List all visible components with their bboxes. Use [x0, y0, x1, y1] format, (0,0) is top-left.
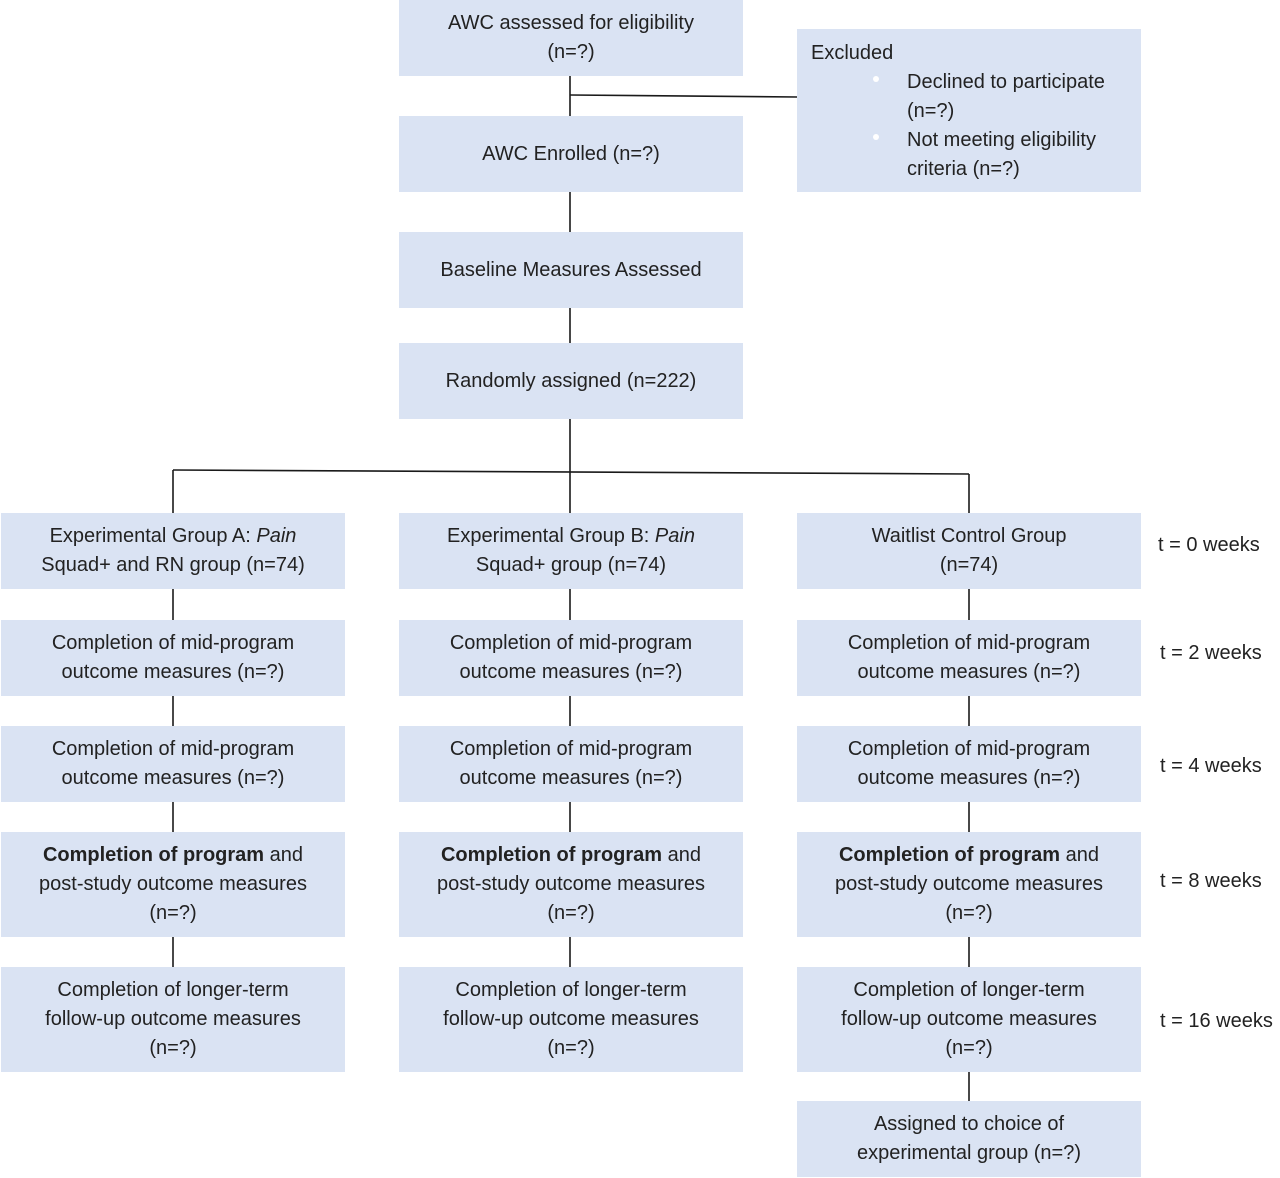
- mid-label: Completion of mid-program: [449, 738, 693, 760]
- assessed-label: AWC assessed for eligibility: [447, 12, 694, 34]
- group-b-complete-box: Completion of program and post-study out…: [399, 832, 743, 937]
- baseline-label: Baseline Measures Assessed: [440, 258, 702, 281]
- group-a-followup-box: Completion of longer-term follow-up outc…: [1, 967, 345, 1072]
- complete-heading: Completion of program and: [839, 841, 1099, 870]
- connector-split-horizontal: [172, 469, 970, 475]
- group-c-title: Waitlist Control Group: [871, 525, 1067, 547]
- followup-measures: follow-up outcome measures: [443, 1008, 699, 1030]
- mid-label: Completion of mid-program: [51, 738, 295, 760]
- complete-heading-bold: Completion of program: [42, 844, 265, 866]
- mid-count: outcome measures (n=?): [61, 767, 285, 789]
- enrolled-label: AWC Enrolled (n=?): [482, 142, 660, 165]
- followup-count: (n=?): [149, 1037, 197, 1059]
- group-b-followup-box: Completion of longer-term follow-up outc…: [399, 967, 743, 1072]
- assessed-box: AWC assessed for eligibility (n=?): [399, 0, 743, 76]
- group-c-complete-box: Completion of program and post-study out…: [797, 832, 1141, 937]
- group-b-subtitle: Squad+ group (n=74): [475, 554, 667, 576]
- enrolled-box: AWC Enrolled (n=?): [399, 116, 743, 192]
- group-b-title-text: Experimental Group B:: [447, 525, 655, 547]
- followup-label: Completion of longer-term: [455, 979, 687, 1001]
- excluded-item-not-eligible: Not meeting eligibility criteria (n=?): [811, 126, 1127, 184]
- group-b-title-emphasis: Pain: [654, 525, 695, 547]
- randomized-box: Randomly assigned (n=222): [399, 343, 743, 419]
- group-a-title: Experimental Group A: Pain: [50, 522, 297, 551]
- excluded-list: Declined to participate (n=?) Not meetin…: [811, 68, 1127, 184]
- group-c-box: Waitlist Control Group (n=74): [797, 513, 1141, 589]
- followup-count: (n=?): [547, 1037, 595, 1059]
- group-a-complete-box: Completion of program and post-study out…: [1, 832, 345, 937]
- complete-count: (n=?): [945, 902, 993, 924]
- followup-measures: follow-up outcome measures: [841, 1008, 1097, 1030]
- followup-label: Completion of longer-term: [853, 979, 1085, 1001]
- choice-count: experimental group (n=?): [856, 1142, 1081, 1164]
- complete-heading: Completion of program and: [441, 841, 701, 870]
- mid-label: Completion of mid-program: [449, 632, 693, 654]
- complete-heading: Completion of program and: [43, 841, 303, 870]
- complete-heading-rest: and: [264, 844, 304, 866]
- group-a-subtitle: Squad+ and RN group (n=74): [41, 554, 305, 576]
- group-b-mid-4wk-box: Completion of mid-program outcome measur…: [399, 726, 743, 802]
- mid-count: outcome measures (n=?): [857, 661, 1081, 683]
- followup-measures: follow-up outcome measures: [45, 1008, 301, 1030]
- choice-box: Assigned to choice of experimental group…: [797, 1101, 1141, 1177]
- group-c-mid-2wk-box: Completion of mid-program outcome measur…: [797, 620, 1141, 696]
- complete-count: (n=?): [149, 902, 197, 924]
- mid-count: outcome measures (n=?): [857, 767, 1081, 789]
- excluded-item-label: Not meeting eligibility: [907, 129, 1096, 151]
- group-a-title-emphasis: Pain: [256, 525, 297, 547]
- group-b-mid-2wk-box: Completion of mid-program outcome measur…: [399, 620, 743, 696]
- complete-measures: post-study outcome measures: [39, 873, 307, 895]
- group-a-title-text: Experimental Group A:: [49, 525, 257, 547]
- complete-measures: post-study outcome measures: [437, 873, 705, 895]
- followup-label: Completion of longer-term: [57, 979, 289, 1001]
- timepoint-8-weeks: t = 8 weeks: [1160, 870, 1262, 892]
- complete-heading-bold: Completion of program: [838, 844, 1061, 866]
- mid-count: outcome measures (n=?): [61, 661, 285, 683]
- mid-count: outcome measures (n=?): [459, 767, 683, 789]
- complete-measures: post-study outcome measures: [835, 873, 1103, 895]
- excluded-box: Excluded Declined to participate (n=?) N…: [797, 29, 1141, 192]
- mid-count: outcome measures (n=?): [459, 661, 683, 683]
- randomized-label: Randomly assigned (n=222): [445, 369, 697, 392]
- group-c-subtitle: (n=74): [939, 554, 999, 576]
- complete-heading-rest: and: [1060, 844, 1100, 866]
- timepoint-0-weeks: t = 0 weeks: [1158, 534, 1260, 556]
- group-c-followup-box: Completion of longer-term follow-up outc…: [797, 967, 1141, 1072]
- complete-heading-bold: Completion of program: [440, 844, 663, 866]
- group-b-title: Experimental Group B: Pain: [447, 522, 695, 551]
- complete-heading-rest: and: [662, 844, 702, 866]
- excluded-item-declined: Declined to participate (n=?): [811, 68, 1127, 126]
- group-c-mid-4wk-box: Completion of mid-program outcome measur…: [797, 726, 1141, 802]
- followup-count: (n=?): [945, 1037, 993, 1059]
- mid-label: Completion of mid-program: [847, 738, 1091, 760]
- mid-label: Completion of mid-program: [51, 632, 295, 654]
- choice-label: Assigned to choice of: [873, 1113, 1065, 1135]
- excluded-item-label: Declined to participate: [907, 71, 1105, 93]
- bullet-icon: [871, 68, 881, 97]
- timepoint-16-weeks: t = 16 weeks: [1160, 1010, 1273, 1032]
- mid-label: Completion of mid-program: [847, 632, 1091, 654]
- timepoint-2-weeks: t = 2 weeks: [1160, 642, 1262, 664]
- connector-to-excluded: [569, 94, 798, 98]
- assessed-count: (n=?): [547, 41, 595, 63]
- excluded-item-count: criteria (n=?): [907, 158, 1020, 180]
- group-b-box: Experimental Group B: Pain Squad+ group …: [399, 513, 743, 589]
- complete-count: (n=?): [547, 902, 595, 924]
- group-a-mid-4wk-box: Completion of mid-program outcome measur…: [1, 726, 345, 802]
- excluded-heading: Excluded: [811, 42, 894, 64]
- baseline-box: Baseline Measures Assessed: [399, 232, 743, 308]
- group-a-box: Experimental Group A: Pain Squad+ and RN…: [1, 513, 345, 589]
- group-a-mid-2wk-box: Completion of mid-program outcome measur…: [1, 620, 345, 696]
- timepoint-4-weeks: t = 4 weeks: [1160, 755, 1262, 777]
- bullet-icon: [871, 126, 881, 155]
- excluded-item-count: (n=?): [907, 100, 955, 122]
